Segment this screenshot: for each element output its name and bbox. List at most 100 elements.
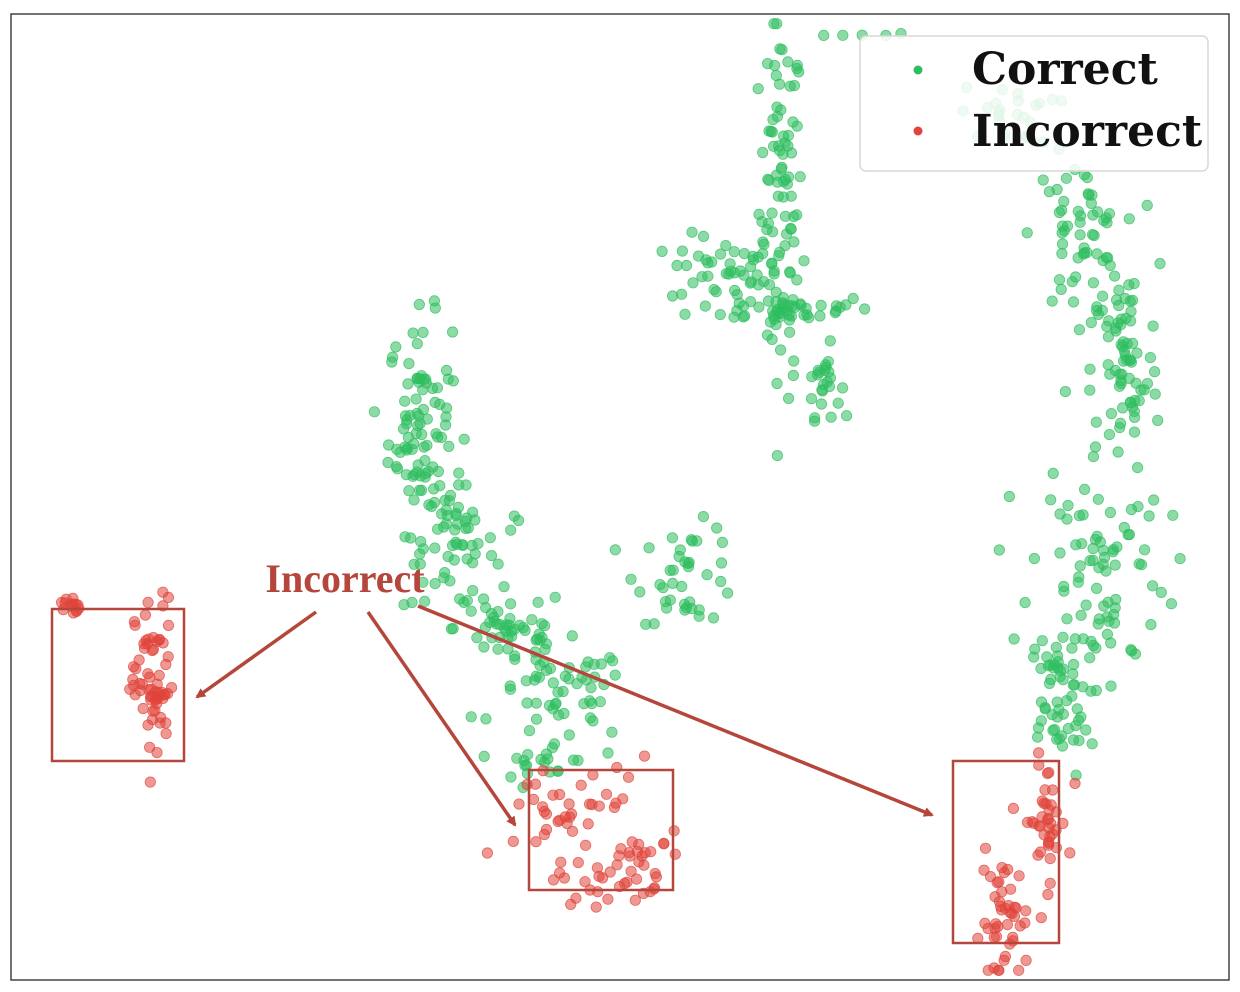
point-correct bbox=[512, 514, 525, 527]
point-correct bbox=[648, 618, 660, 630]
highlight-box-right bbox=[951, 759, 1061, 945]
point-incorrect bbox=[128, 616, 140, 628]
point-correct bbox=[800, 302, 812, 314]
point-incorrect bbox=[1043, 766, 1055, 779]
point-incorrect bbox=[630, 873, 643, 885]
point-correct bbox=[485, 549, 498, 562]
point-correct bbox=[1035, 715, 1047, 727]
point-correct bbox=[751, 269, 763, 281]
point-correct bbox=[403, 485, 415, 497]
point-correct bbox=[582, 656, 594, 668]
point-correct bbox=[520, 759, 533, 771]
point-incorrect bbox=[530, 836, 542, 848]
point-correct bbox=[702, 257, 714, 269]
point-correct bbox=[442, 550, 454, 563]
point-correct bbox=[766, 126, 778, 138]
point-correct bbox=[714, 308, 726, 321]
point-incorrect bbox=[555, 856, 567, 868]
point-correct bbox=[1070, 271, 1082, 283]
point-correct bbox=[571, 678, 583, 690]
highlight-boxes bbox=[50, 607, 1061, 945]
point-correct bbox=[1109, 270, 1121, 282]
point-correct bbox=[480, 713, 492, 725]
point-correct bbox=[1109, 559, 1121, 571]
point-correct bbox=[1052, 650, 1064, 662]
point-correct bbox=[1143, 510, 1155, 522]
point-correct bbox=[558, 707, 570, 720]
point-correct bbox=[1148, 494, 1160, 506]
point-incorrect bbox=[1045, 817, 1057, 830]
point-correct bbox=[533, 628, 545, 640]
point-incorrect bbox=[633, 856, 645, 868]
point-correct bbox=[773, 78, 786, 90]
point-incorrect bbox=[559, 811, 571, 823]
point-correct bbox=[1028, 552, 1041, 565]
point-correct bbox=[471, 632, 483, 644]
point-correct bbox=[446, 539, 459, 552]
point-correct bbox=[467, 584, 479, 597]
point-correct bbox=[830, 305, 842, 317]
point-correct bbox=[1073, 571, 1085, 583]
point-correct bbox=[492, 558, 504, 570]
point-correct bbox=[1021, 227, 1033, 239]
point-correct bbox=[858, 303, 871, 315]
point-correct bbox=[814, 310, 826, 322]
point-correct bbox=[1058, 195, 1070, 208]
point-correct bbox=[1032, 731, 1044, 743]
point-correct bbox=[1074, 560, 1086, 572]
point-correct bbox=[432, 465, 444, 478]
point-incorrect bbox=[1033, 747, 1045, 759]
arrow-to-right-box bbox=[417, 604, 934, 817]
point-correct bbox=[693, 610, 705, 622]
point-correct bbox=[664, 564, 676, 577]
point-incorrect bbox=[602, 893, 614, 905]
point-incorrect bbox=[153, 669, 165, 682]
point-correct bbox=[1053, 733, 1065, 745]
point-correct bbox=[1087, 450, 1100, 463]
point-correct bbox=[511, 752, 523, 764]
point-correct bbox=[469, 548, 481, 560]
point-correct bbox=[772, 307, 785, 319]
point-correct bbox=[399, 395, 411, 407]
point-correct bbox=[771, 377, 783, 390]
point-correct bbox=[788, 210, 800, 223]
point-correct bbox=[456, 539, 469, 551]
point-correct bbox=[436, 508, 448, 520]
highlight-box-left bbox=[50, 607, 186, 763]
point-correct bbox=[643, 542, 655, 554]
point-correct bbox=[664, 594, 676, 606]
annotation-label: Incorrect bbox=[265, 556, 425, 601]
point-incorrect bbox=[128, 661, 140, 673]
point-correct bbox=[505, 524, 517, 536]
point-correct bbox=[1152, 414, 1164, 426]
point-incorrect bbox=[157, 586, 169, 598]
legend-label-incorrect: Incorrect bbox=[972, 106, 1203, 157]
point-correct bbox=[440, 518, 452, 530]
point-correct bbox=[775, 163, 788, 175]
point-correct bbox=[773, 145, 786, 157]
point-correct bbox=[406, 596, 418, 609]
point-incorrect bbox=[521, 778, 533, 791]
point-correct bbox=[782, 299, 795, 311]
point-correct bbox=[453, 467, 465, 479]
point-correct bbox=[766, 207, 778, 219]
point-correct bbox=[679, 308, 691, 320]
point-incorrect bbox=[141, 638, 153, 650]
point-correct bbox=[1102, 331, 1115, 343]
point-incorrect bbox=[1002, 899, 1015, 912]
point-correct bbox=[504, 612, 516, 625]
point-correct bbox=[386, 351, 399, 363]
point-correct bbox=[714, 248, 727, 260]
point-incorrect bbox=[1036, 811, 1048, 823]
point-incorrect bbox=[590, 901, 602, 913]
point-correct bbox=[1097, 290, 1109, 302]
point-correct bbox=[686, 226, 698, 238]
point-incorrect bbox=[625, 865, 637, 877]
point-correct bbox=[505, 771, 517, 783]
point-incorrect bbox=[572, 856, 584, 869]
point-correct bbox=[397, 423, 410, 435]
point-correct bbox=[1051, 183, 1063, 196]
point-correct bbox=[1102, 359, 1114, 371]
point-correct bbox=[1154, 257, 1166, 270]
point-correct bbox=[752, 83, 764, 95]
